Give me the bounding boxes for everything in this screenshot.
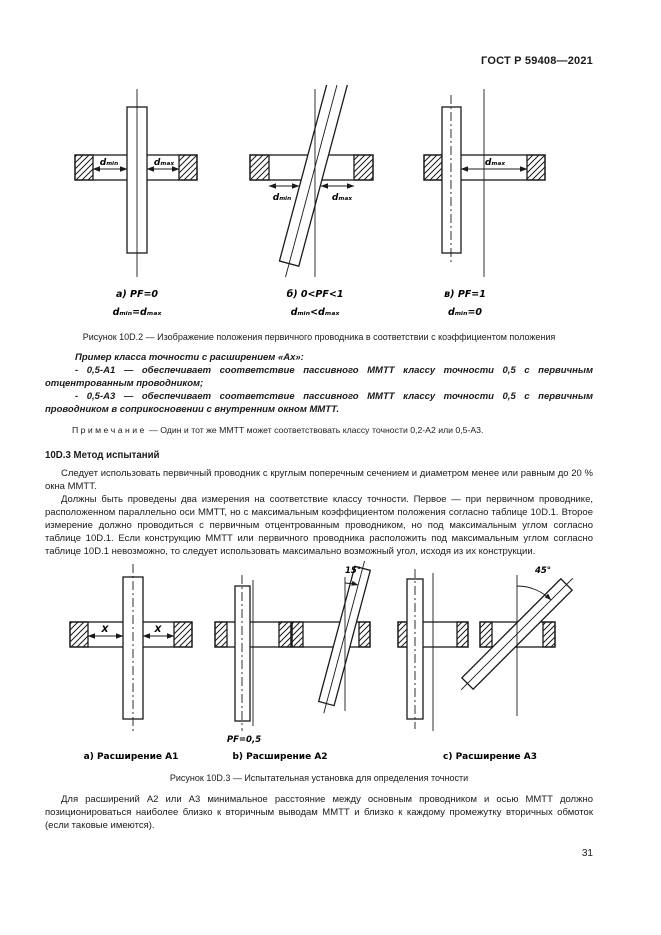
figure-10d3-drawing: X X а) Расширение А1 PF=0,5	[69, 559, 574, 762]
fig3-diagram-a3: 45° c) Расширение А3	[397, 566, 574, 762]
paragraph-measurements: Должны быть проведены два измерения на с…	[45, 494, 593, 557]
document-code: ГОСТ Р 59408—2021	[481, 55, 593, 67]
figure-10d2-drawing: dₘᵢₙ dₘₐₓ а) PF=0 dₘᵢₙ=dₘₐₓ	[74, 64, 546, 318]
note-label: П р и м е ч а н и е	[72, 425, 145, 435]
note: П р и м е ч а н и е — Один и тот же ММТТ…	[45, 425, 593, 435]
fig2a-caption-line1: а) PF=0	[116, 289, 158, 300]
fig3-label-a1: а) Расширение А1	[84, 752, 179, 762]
fig3-pf-label: PF=0,5	[227, 735, 261, 745]
fig3a-x-left-label: X	[101, 625, 110, 635]
fig2-diagram-edge: dₘₐₓ в) PF=1 dₘᵢₙ=0	[423, 89, 546, 318]
fig3-diagram-a1: X X а) Расширение А1	[69, 564, 193, 762]
page-number: 31	[581, 848, 593, 859]
fig2-diagram-centered: dₘᵢₙ dₘₐₓ а) PF=0 dₘᵢₙ=dₘₐₓ	[74, 89, 198, 318]
figure-10d3: X X а) Расширение А1 PF=0,5	[45, 559, 593, 783]
fig2b-dmax-label: dₘₐₓ	[332, 193, 353, 203]
fig3a-x-right-label: X	[154, 625, 163, 635]
figure-10d2-caption: Рисунок 10D.2 — Изображение положения пе…	[82, 332, 556, 342]
fig3-diagram-a2: PF=0,5 15° b) Расширение А2	[214, 559, 372, 762]
example-item-2: - 0,5-А3 — обеспечивает соответствие пас…	[45, 391, 593, 415]
fig2b-caption-line2: dₘᵢₙ<dₘₐₓ	[291, 307, 341, 318]
fig2c-caption-line2: dₘᵢₙ=0	[448, 307, 482, 318]
fig2c-dmax-label: dₘₐₓ	[485, 158, 506, 168]
figure-10d3-caption: Рисунок 10D.3 — Испытательная установка …	[169, 773, 469, 783]
closing-paragraph: Для расширений А2 или А3 минимальное рас…	[45, 794, 593, 831]
fig2a-dmin-label: dₘᵢₙ	[100, 158, 119, 168]
fig3-angle-a3-label: 45°	[534, 566, 551, 576]
fig3-label-a3: c) Расширение А3	[443, 752, 537, 762]
fig2a-caption-line2: dₘᵢₙ=dₘₐₓ	[113, 307, 163, 318]
example-item-1: - 0,5-А1 — обеспечивает соответствие пас…	[45, 365, 593, 389]
accuracy-class-example: Пример класса точности с расширением «Ах…	[45, 351, 593, 416]
fig2-diagram-tilted: dₘᵢₙ dₘₐₓ б) 0<PF<1 dₘᵢₙ<dₘₐₓ	[249, 64, 374, 318]
fig3-label-a2: b) Расширение А2	[232, 752, 327, 762]
fig2b-caption-line1: б) 0<PF<1	[287, 289, 344, 300]
example-title: Пример класса точности с расширением «Ах…	[75, 352, 304, 363]
section-heading-10d3: 10D.3 Метод испытаний	[45, 450, 160, 461]
fig2c-caption-line1: в) PF=1	[444, 289, 486, 300]
fig3-angle-a2-label: 15°	[345, 566, 361, 576]
fig2b-dmin-label: dₘᵢₙ	[273, 193, 292, 203]
paragraph-conductor: Следует использовать первичный проводник…	[45, 468, 593, 492]
fig2a-dmax-label: dₘₐₓ	[154, 158, 175, 168]
note-text: — Один и тот же ММТТ может соответствова…	[149, 425, 484, 435]
figure-10d2: dₘᵢₙ dₘₐₓ а) PF=0 dₘᵢₙ=dₘₐₓ	[45, 64, 593, 342]
